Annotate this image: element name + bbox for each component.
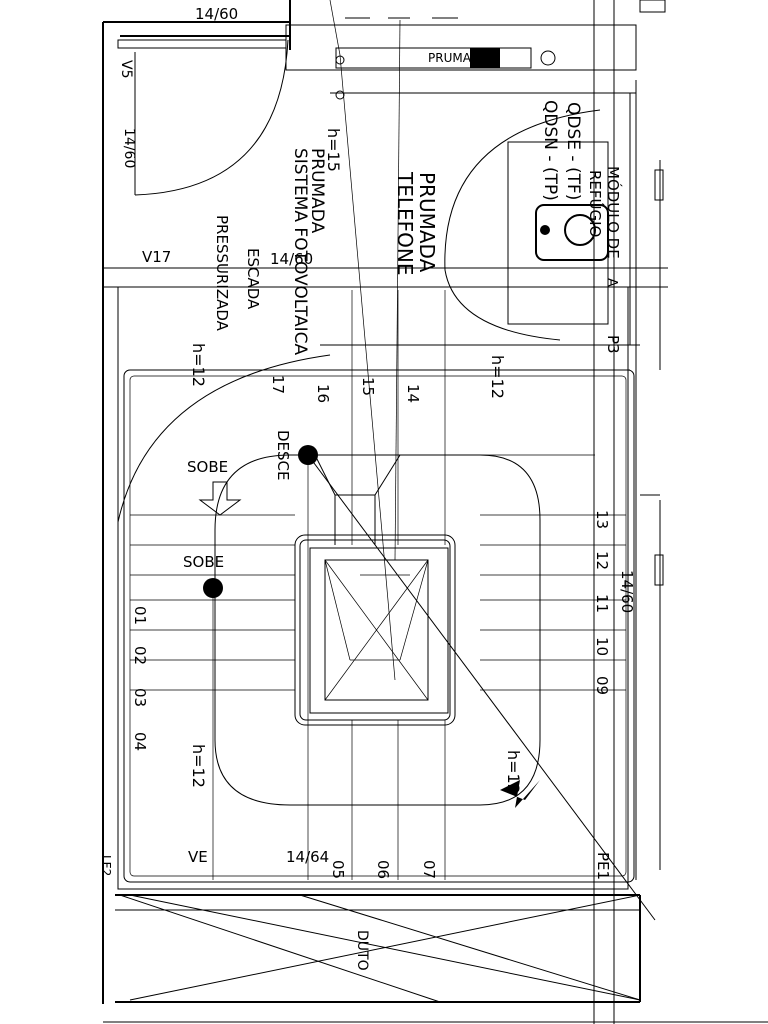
pe-label: PE1 (594, 852, 612, 880)
height-label-2: h=12 (488, 355, 507, 399)
window-v17-label: V17 (142, 248, 171, 266)
prumada-solar-line-2: SISTEMA FOTOVOLTAICA (290, 148, 310, 355)
prumada-solar-line-1: PRUMADA (307, 148, 327, 234)
wheelchair-icon (535, 204, 609, 261)
step-04: 04 (131, 732, 149, 751)
step-12: 12 (593, 551, 611, 570)
pillar-p3-label: P3 (604, 335, 622, 354)
height-label-3: h=12 (189, 744, 208, 788)
step-05: 05 (329, 860, 347, 879)
pressurizada-label: PRESSURIZADA (213, 215, 231, 332)
escada-label: ESCADA (244, 248, 262, 310)
frame-dimension: 14/60 (121, 128, 137, 168)
desce-label: DESCE (274, 430, 292, 481)
sobe-label-2: SOBE (183, 553, 224, 571)
stair-treads (130, 290, 626, 880)
modulo-line-2: REFÚGIO (586, 170, 605, 237)
step-09: 09 (593, 676, 611, 695)
stair-enclosure (103, 267, 668, 890)
qdsn-label: QDSN - (TP) (540, 100, 560, 201)
qdse-label: QDSE - (TF) (563, 102, 583, 200)
sobe-marker-icon (203, 578, 223, 598)
modulo-line-3: A (604, 278, 619, 287)
top-dimension: 14/60 (195, 5, 238, 23)
lf-label: LF2 (99, 855, 113, 876)
height-label-4: h=12 (504, 750, 523, 794)
sobe-label-1: SOBE (187, 458, 228, 476)
prumada-telefone-line-1: PRUMADA (415, 172, 439, 273)
step-16: 16 (314, 384, 332, 403)
step-14: 14 (404, 384, 422, 403)
step-13: 13 (593, 510, 611, 529)
desce-marker-icon (298, 445, 318, 465)
prumada-telefone-line-2: TELEFONE (393, 171, 417, 275)
prumadas-label: PRUMADAS (428, 51, 496, 65)
step-01: 01 (131, 606, 149, 625)
break-symbol-icon (500, 780, 540, 808)
step-17: 17 (269, 375, 287, 394)
step-15: 15 (359, 377, 377, 396)
window-v5-label: V5 (118, 60, 134, 78)
right-dimension: 14/60 (618, 570, 636, 613)
step-07: 07 (420, 860, 438, 879)
step-11: 11 (593, 594, 611, 613)
step-02: 02 (131, 646, 149, 665)
mid-dimension: 14/60 (270, 250, 313, 268)
down-arrow-icon (198, 481, 242, 516)
shaft-area (285, 17, 637, 345)
stair-well (214, 454, 541, 806)
modulo-line-1: MÓDULO DE (604, 166, 623, 259)
door-swings (117, 0, 656, 1003)
height-label-1: h=12 (189, 343, 208, 387)
ve-label: VE (188, 848, 208, 866)
bottom-dimension: 14/64 (286, 848, 329, 866)
step-03: 03 (131, 688, 149, 707)
duto-label: DUTO (354, 930, 370, 971)
step-06: 06 (374, 860, 392, 879)
step-10: 10 (593, 637, 611, 656)
h-label-top: h=15 (324, 128, 343, 172)
